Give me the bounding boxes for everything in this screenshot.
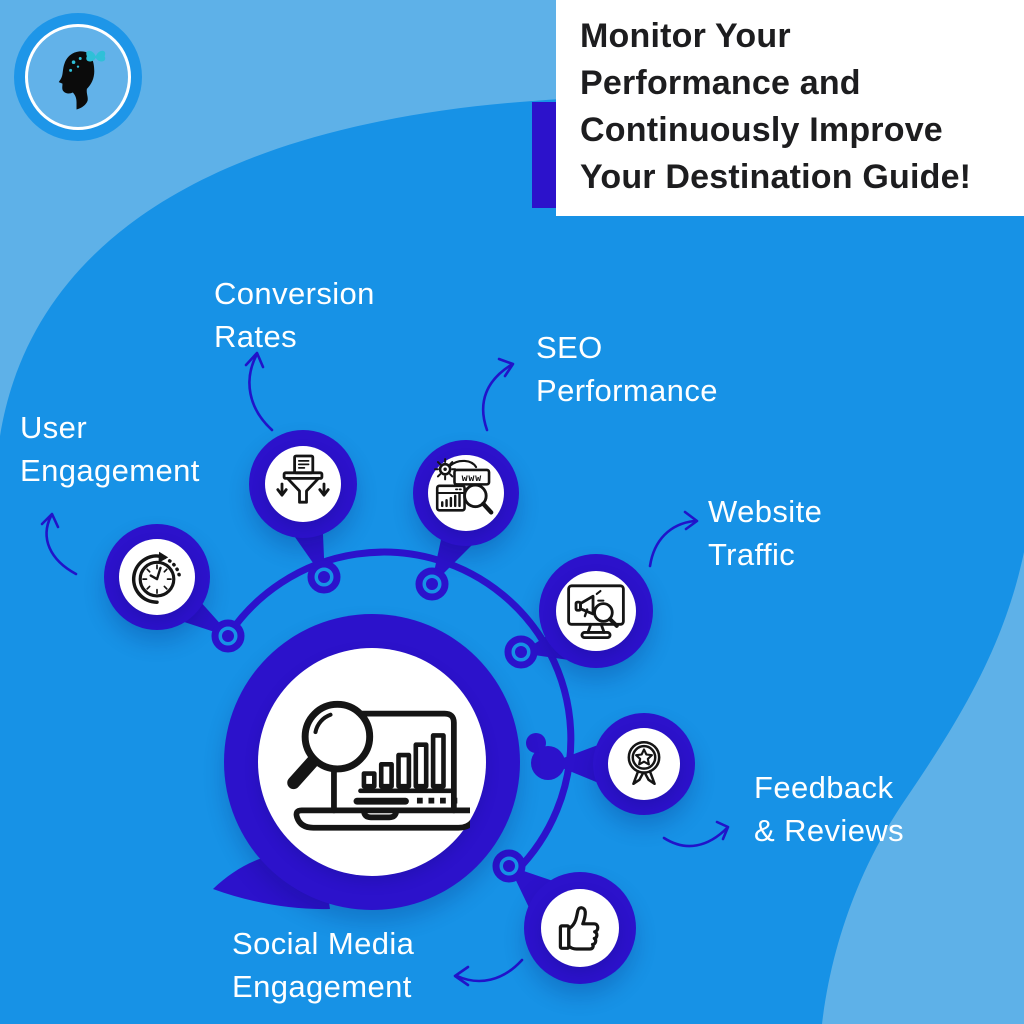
laptop-analytics-magnifier-icon (287, 700, 470, 831)
label-feedback-reviews: Feedback & Reviews (754, 766, 904, 852)
bubble-inner: www (428, 455, 504, 531)
title-line: Continuously Improve (580, 111, 943, 149)
orbit-arc (225, 548, 575, 875)
bubble-inner (119, 539, 195, 615)
bubble-inner (265, 446, 341, 522)
center-bubble-inner (258, 648, 486, 876)
seo-search-icon: www (434, 458, 494, 515)
label-social-media-engagement: Social Media Engagement (232, 922, 414, 1008)
label-user-engagement: User Engagement (20, 406, 200, 492)
bubble-inner (556, 571, 636, 651)
label-line: Performance (536, 373, 718, 408)
label-line: User (20, 410, 88, 445)
woman-butterfly-logo-icon (58, 50, 106, 110)
label-arrows (40, 351, 730, 987)
title-line: Your Destination Guide! (580, 158, 972, 196)
bubble-social-media (524, 872, 636, 984)
bubble-inner (541, 889, 619, 967)
label-line: SEO (536, 330, 603, 365)
award-medal-icon (627, 740, 661, 786)
title-accent-strip (532, 102, 556, 208)
page-title: Monitor Your Performance and Continuousl… (580, 13, 971, 201)
label-line: Traffic (708, 537, 796, 572)
bubble-inner (608, 728, 680, 800)
label-line: Feedback (754, 770, 894, 805)
title-line: Monitor Your (580, 17, 791, 55)
orbit-nodes (211, 560, 538, 883)
label-line: Social Media (232, 926, 415, 961)
label-conversion-rates: Conversion Rates (214, 272, 375, 358)
monitor-megaphone-icon (567, 584, 625, 640)
brand-logo (14, 13, 142, 141)
title-card: Monitor Your Performance and Continuousl… (556, 0, 1024, 216)
label-website-traffic: Website Traffic (708, 490, 822, 576)
thumbs-up-icon (558, 906, 600, 951)
label-line: Rates (214, 319, 297, 354)
brand-logo-inner (25, 24, 131, 130)
label-line: Website (708, 494, 823, 529)
bubble-conversion-rates (249, 430, 357, 538)
www-label: www (462, 473, 483, 484)
title-line: Performance and (580, 64, 861, 102)
label-line: Conversion (214, 276, 375, 311)
bubble-seo-performance: www (413, 440, 519, 546)
blob-node (526, 733, 565, 780)
bubble-feedback-reviews (593, 713, 695, 815)
clock-refresh-icon (132, 551, 182, 604)
label-line: & Reviews (754, 813, 905, 848)
center-bubble (224, 614, 520, 910)
label-line: Engagement (232, 969, 412, 1004)
label-seo-performance: SEO Performance (536, 326, 718, 412)
bubble-user-engagement (104, 524, 210, 630)
funnel-document-icon (276, 454, 330, 504)
bubble-website-traffic (539, 554, 653, 668)
label-line: Engagement (20, 453, 200, 488)
